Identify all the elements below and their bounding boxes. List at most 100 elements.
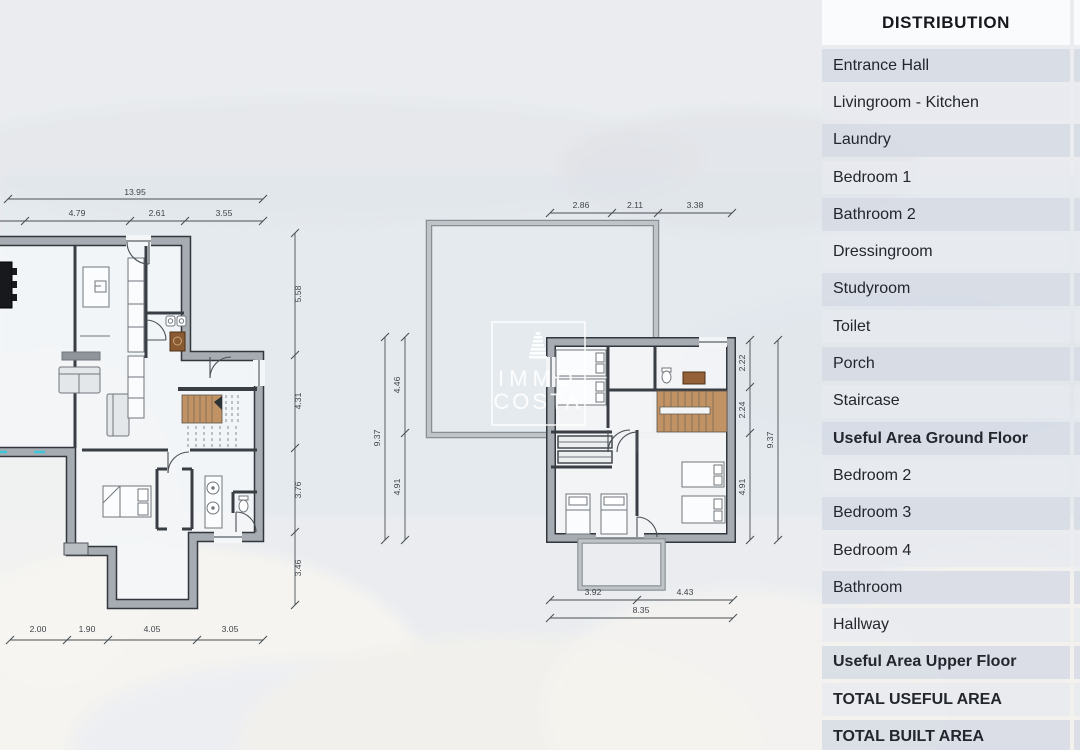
room-value-clipped (1074, 459, 1080, 493)
room-value-clipped (1074, 160, 1080, 195)
table-row: Dressingroom (822, 235, 1080, 269)
room-label: Dressingroom (822, 235, 1070, 269)
table-header: DISTRIBUTION (822, 0, 1070, 45)
room-value-clipped (1074, 533, 1080, 568)
room-value-clipped (1074, 571, 1080, 605)
room-value-clipped (1074, 720, 1080, 750)
svg-text:3.92: 3.92 (585, 587, 602, 597)
room-label: Livingroom - Kitchen (822, 86, 1070, 120)
window-openings-upper (546, 337, 727, 543)
ground-floor-plan (0, 235, 265, 610)
table-row: Staircase (822, 384, 1080, 418)
svg-text:2.86: 2.86 (573, 200, 590, 210)
interior-walls (73, 246, 257, 531)
svg-text:1.90: 1.90 (79, 624, 96, 634)
dimension-ticks (3, 194, 783, 645)
svg-text:4.79: 4.79 (69, 208, 86, 218)
table-row: TOTAL USEFUL AREA (822, 683, 1080, 717)
room-label: Bedroom 4 (822, 533, 1070, 568)
room-label: Bedroom 2 (822, 459, 1070, 493)
room-value-clipped (1074, 645, 1080, 680)
watermark-line2: COSTA (493, 389, 582, 414)
room-label: Porch (822, 347, 1070, 381)
dimension-lines (0, 194, 783, 645)
dimension-labels: 13.95 4.79 2.61 3.55 5.58 4.31 3.76 3.46… (30, 187, 775, 634)
lighthouse-icon (529, 332, 547, 359)
svg-text:4.91: 4.91 (392, 478, 402, 495)
door-arcs-upper (607, 429, 658, 538)
room-value-clipped (1074, 123, 1080, 157)
interior-walls-upper (551, 347, 726, 516)
svg-text:3.76: 3.76 (293, 481, 303, 498)
table-row: Bathroom (822, 571, 1080, 605)
svg-text:4.31: 4.31 (293, 392, 303, 409)
table-row: Bedroom 4 (822, 533, 1080, 568)
room-label: Entrance Hall (822, 49, 1070, 83)
room-value-clipped (1074, 683, 1080, 717)
svg-text:2.61: 2.61 (149, 208, 166, 218)
room-value-clipped (1074, 198, 1080, 232)
room-label: Laundry (822, 123, 1070, 157)
room-value-clipped (1074, 272, 1080, 307)
window-openings (126, 235, 265, 543)
svg-text:3.46: 3.46 (293, 559, 303, 576)
svg-text:2.24: 2.24 (737, 401, 747, 418)
room-value-clipped (1074, 384, 1080, 418)
table-row: Hallway (822, 608, 1080, 642)
table-row: TOTAL BUILT AREA (822, 720, 1080, 750)
table-row: Toilet (822, 310, 1080, 344)
room-value-clipped (1074, 347, 1080, 381)
svg-text:4.46: 4.46 (392, 376, 402, 393)
room-label: Useful Area Upper Floor (822, 645, 1070, 680)
svg-text:2.22: 2.22 (737, 354, 747, 371)
terrace-outline (425, 219, 660, 439)
table-header-value-cell (1074, 0, 1080, 45)
room-label: Bedroom 1 (822, 160, 1070, 195)
svg-text:9.37: 9.37 (765, 431, 775, 448)
room-value-clipped (1074, 608, 1080, 642)
room-value-clipped (1074, 310, 1080, 344)
immocosta-watermark: IMMO COSTA (491, 321, 586, 426)
upper-floor-furniture (555, 349, 726, 535)
balcony-outline (577, 538, 666, 591)
staircase-ground (181, 394, 239, 448)
room-label: TOTAL BUILT AREA (822, 720, 1070, 750)
table-row: Useful Area Ground Floor (822, 421, 1080, 456)
room-label: Bathroom 2 (822, 198, 1070, 232)
table-row: Useful Area Upper Floor (822, 645, 1080, 680)
room-value-clipped (1074, 496, 1080, 530)
room-label: Staircase (822, 384, 1070, 418)
svg-text:8.35: 8.35 (633, 605, 650, 615)
svg-text:4.43: 4.43 (677, 587, 694, 597)
upper-floor-plan (546, 337, 736, 543)
room-label: Bathroom (822, 571, 1070, 605)
table-row: Porch (822, 347, 1080, 381)
svg-text:3.55: 3.55 (216, 208, 233, 218)
room-label: Toilet (822, 310, 1070, 344)
table-row: Bathroom 2 (822, 198, 1080, 232)
room-label: Useful Area Ground Floor (822, 421, 1070, 456)
table-row: Bedroom 1 (822, 160, 1080, 195)
svg-text:3.05: 3.05 (222, 624, 239, 634)
room-label: Studyroom (822, 272, 1070, 307)
table-row: Livingroom - Kitchen (822, 86, 1080, 120)
distribution-rows: Entrance Hall Livingroom - Kitchen Laund… (822, 49, 1080, 750)
table-row: Bedroom 3 (822, 496, 1080, 530)
table-row: Bedroom 2 (822, 459, 1080, 493)
svg-text:13.95: 13.95 (124, 187, 146, 197)
svg-text:9.37: 9.37 (372, 429, 382, 446)
door-arcs-ground (126, 241, 257, 533)
ground-floor-furniture (0, 257, 249, 556)
svg-text:3.38: 3.38 (687, 200, 704, 210)
table-row: Entrance Hall (822, 49, 1080, 83)
svg-text:5.58: 5.58 (293, 285, 303, 302)
distribution-table: DISTRIBUTION Entrance Hall Livingroom - … (822, 0, 1080, 750)
table-row: Laundry (822, 123, 1080, 157)
table-row: Studyroom (822, 272, 1080, 307)
svg-text:4.05: 4.05 (144, 624, 161, 634)
svg-text:2.00: 2.00 (30, 624, 47, 634)
svg-text:4.91: 4.91 (737, 478, 747, 495)
room-value-clipped (1074, 49, 1080, 83)
